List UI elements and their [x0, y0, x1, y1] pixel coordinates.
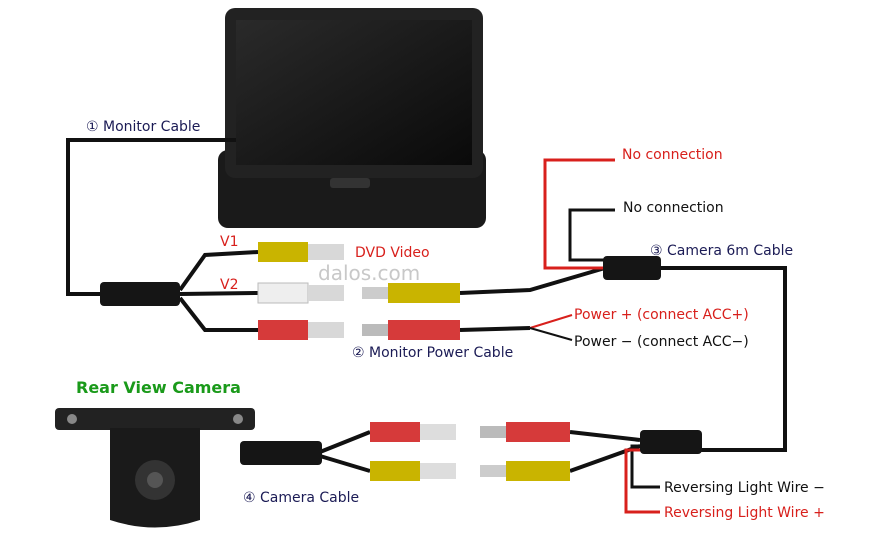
reversing-minus-label: Reversing Light Wire − [664, 480, 825, 496]
dvd-video-label: DVD Video [355, 245, 430, 261]
rear-camera [55, 408, 255, 528]
v1-label: V1 [220, 234, 238, 250]
monitor-cable-label: ① Monitor Cable [86, 119, 200, 135]
camera-cable-label: ④ Camera Cable [243, 490, 359, 506]
v2-label: V2 [220, 277, 238, 293]
monitor [218, 8, 486, 228]
rear-view-camera-title: Rear View Camera [76, 378, 241, 397]
monitor-power-cable-label: ② Monitor Power Cable [352, 345, 513, 361]
wires [66, 138, 787, 514]
no-connection-red-label: No connection [622, 147, 723, 163]
power-plus-label: Power + (connect ACC+) [574, 307, 749, 323]
no-connection-black-label: No connection [623, 200, 724, 216]
camera-6m-cable-label: ③ Camera 6m Cable [650, 243, 793, 259]
watermark: dalos.com [318, 261, 420, 285]
connectors [100, 256, 702, 465]
rca-plugs [257, 242, 570, 481]
power-minus-label: Power − (connect ACC−) [574, 334, 749, 350]
reversing-plus-label: Reversing Light Wire + [664, 505, 825, 521]
